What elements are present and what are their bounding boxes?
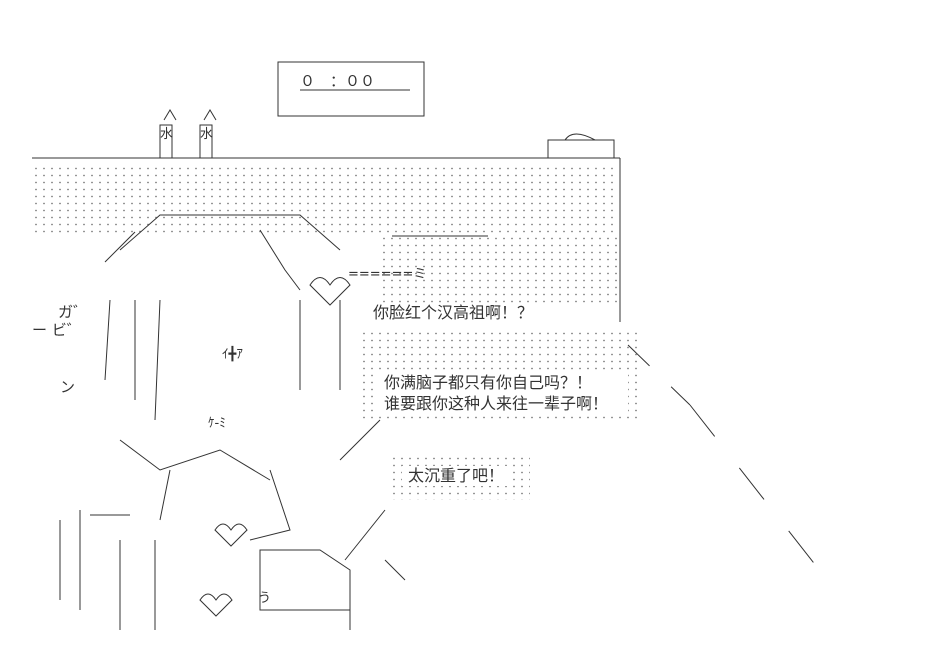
sound-effect-n: ン: [60, 378, 76, 396]
speech-bubble: 太沉重了吧！: [402, 466, 512, 486]
sound-effect-ga: ガ゛: [58, 303, 89, 321]
dialogue-line: 谁要跟你这种人来往一辈子啊！: [384, 394, 609, 413]
bottle-label: 水: [200, 127, 214, 142]
dotted-background: [32, 165, 618, 235]
art-fragment: う: [258, 591, 272, 606]
speech-bubble: 你满脑子都只有你自己吗？！ 谁要跟你这种人来往一辈子啊！: [378, 373, 628, 415]
art-fragment: ======ミ: [348, 267, 427, 282]
art-fragment: ｹ-ﾐ: [208, 416, 226, 431]
dialogue-line: 你满脑子都只有你自己吗？！: [384, 373, 593, 392]
dialogue-line: 你脸红个汉高祖啊！？: [373, 303, 534, 322]
speech-bubble: 你脸红个汉高祖啊！？: [368, 304, 558, 324]
bottle-label: 水: [160, 127, 174, 142]
dialogue-line: 太沉重了吧！: [408, 466, 505, 485]
dotted-background: [380, 235, 620, 305]
art-fragment: ｲ╋ｱ: [222, 347, 243, 362]
sound-effect-bi: ー ビ゛: [32, 321, 82, 339]
timer-display: ０ ：００: [300, 72, 376, 90]
